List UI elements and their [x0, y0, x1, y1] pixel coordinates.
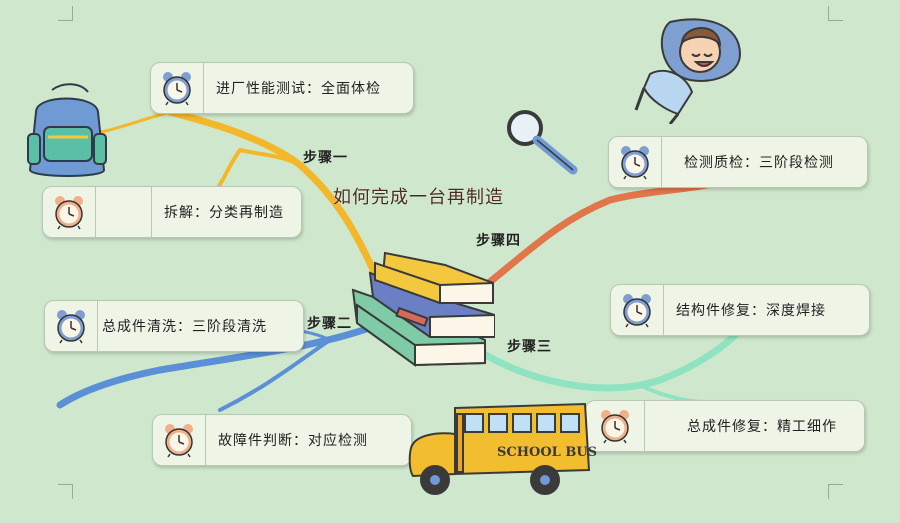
book-stack-icon: [351, 251, 495, 367]
step-three-label: 步骤三: [507, 339, 552, 355]
alarm-clock-icon: [151, 63, 204, 113]
alarm-clock-icon: [586, 401, 645, 451]
branch-to-fault: [218, 338, 332, 412]
card-label: 拆解：分类再制造: [164, 205, 284, 221]
crop-mark-bottom-right: [828, 484, 843, 499]
sleeping-boy-icon: [634, 18, 742, 124]
step-one-label: 步骤一: [303, 150, 348, 166]
card-label: 故障件判断：对应检测: [218, 433, 368, 449]
bus-sign-text: SCHOOL BUS: [497, 445, 597, 460]
card-label: 进厂性能测试：全面体检: [216, 81, 381, 97]
card-label: 结构件修复：深度焊接: [676, 303, 826, 319]
step-four-label: 步骤四: [476, 233, 521, 249]
card-structural-repair: 结构件修复：深度焊接: [610, 284, 870, 336]
branch-to-backpack: [98, 110, 172, 134]
magnifying-glass-icon: [507, 110, 578, 175]
crop-mark-bottom-left: [58, 484, 73, 499]
step-two-label: 步骤二: [307, 316, 352, 332]
card-fault-judgement: 故障件判断：对应检测: [152, 414, 412, 466]
card-factory-test: 进厂性能测试：全面体检: [150, 62, 414, 114]
card-assembly-repair: 总成件修复：精工细作: [585, 400, 865, 452]
branch-step-two: [56, 318, 389, 409]
backpack-icon: [27, 83, 107, 177]
alarm-clock-icon: [43, 187, 96, 237]
alarm-clock-icon: [609, 137, 662, 187]
alarm-clock-icon: [45, 301, 98, 351]
crop-mark-top-right: [828, 6, 843, 21]
alarm-clock-icon: [153, 415, 206, 465]
card-label: 总成件修复：精工细作: [687, 419, 837, 435]
map-title: 如何完成一台再制造: [333, 187, 504, 208]
card-label: 总成件清洗：三阶段清洗: [102, 319, 267, 335]
card-disassembly: 拆解：分类再制造: [42, 186, 302, 238]
alarm-clock-icon: [611, 285, 664, 335]
crop-mark-top-left: [58, 6, 73, 21]
card-label: 检测质检：三阶段检测: [684, 155, 834, 171]
card-cleaning: 总成件清洗：三阶段清洗: [44, 300, 304, 352]
school-bus-icon: SCHOOL BUS: [408, 402, 597, 495]
card-quality-check: 检测质检：三阶段检测: [608, 136, 868, 188]
